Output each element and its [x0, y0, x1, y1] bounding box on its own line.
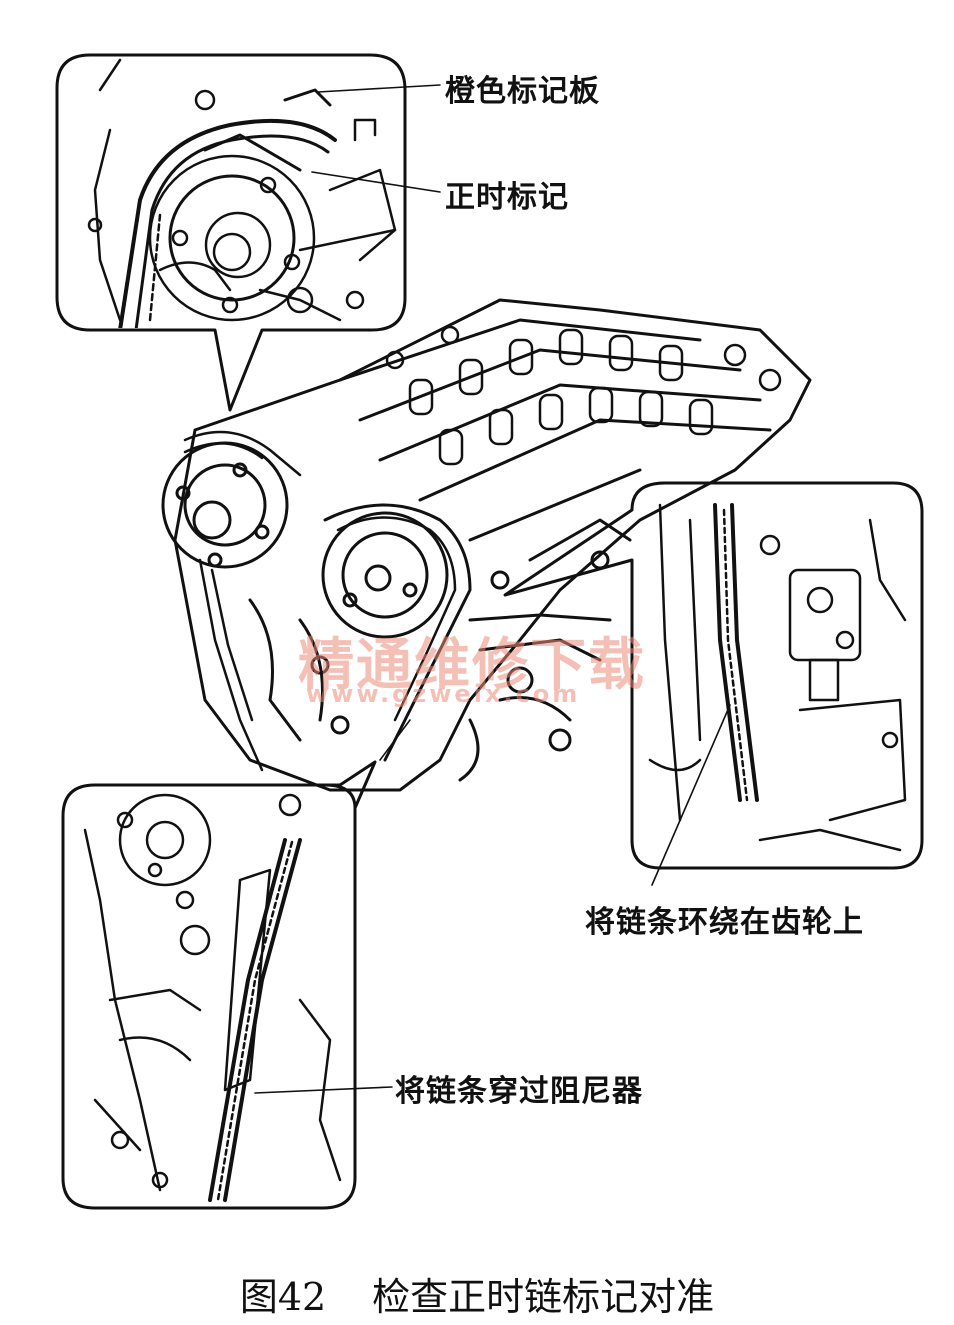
engine-drawing — [161, 298, 812, 792]
callout-bottom-left — [61, 760, 377, 1210]
leader-lines — [254, 84, 731, 1094]
callout-right — [503, 481, 924, 870]
label-wrap-chain-on-sprocket: 将链条环绕在齿轮上 — [585, 905, 864, 940]
label-thread-chain-through-damper: 将链条穿过阻尼器 — [395, 1074, 643, 1109]
watermark-url: www.gzweix.com — [306, 680, 581, 708]
watermark-cn: 精通维修下载 — [298, 632, 646, 698]
label-timing-mark: 正时标记 — [445, 180, 569, 215]
figure-caption: 图42 检查正时链标记对准 — [0, 1266, 954, 1321]
figure-number: 图42 — [239, 1275, 327, 1319]
callout-top-left — [55, 53, 407, 412]
figure-title: 检查正时链标记对准 — [372, 1275, 715, 1319]
label-orange-mark-plate: 橙色标记板 — [445, 74, 600, 109]
